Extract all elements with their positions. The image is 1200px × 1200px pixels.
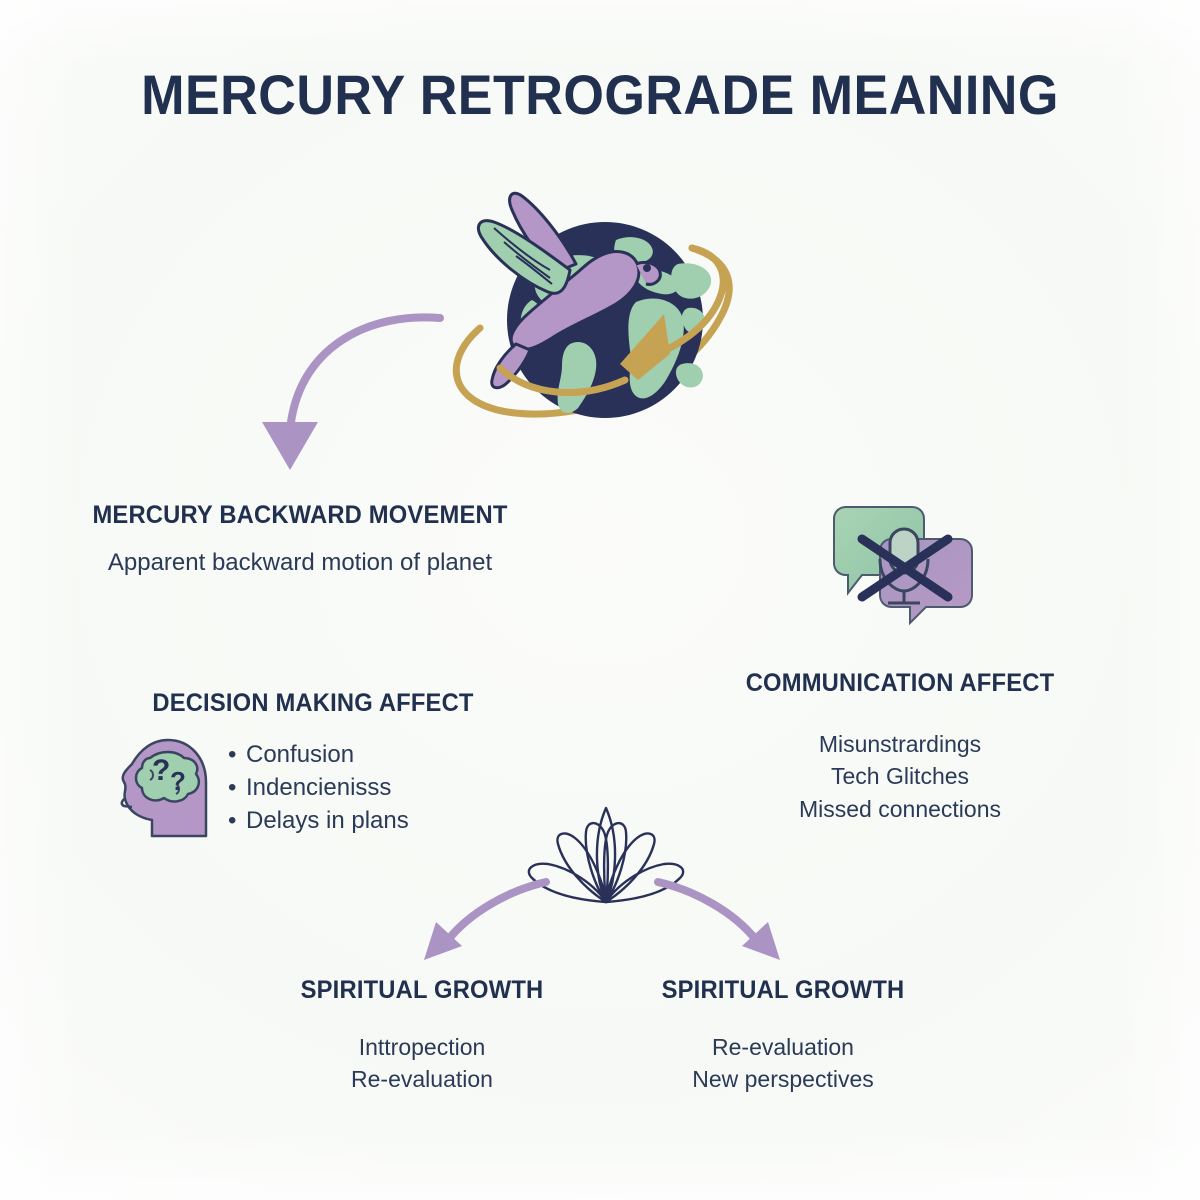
page-title: MERCURY RETROGRADE MEANING <box>141 63 1059 126</box>
curved-arrow-down-left-icon <box>418 878 554 968</box>
spiritual-left-lines: Inttropection Re-evaluation <box>262 1031 582 1096</box>
section-mercury-backward-movement: MERCURY BACKWARD MOVEMENT Apparent backw… <box>60 500 540 580</box>
spiritual-right-line: Re-evaluation <box>712 1033 854 1060</box>
spiritual-left-line: Re-evaluation <box>351 1066 493 1093</box>
decision-bullet: Indencienisss <box>228 771 409 804</box>
svg-text:?: ? <box>152 754 170 787</box>
section-spiritual-growth-right: SPIRITUAL GROWTH Re-evaluation New persp… <box>618 975 948 1096</box>
communication-line: Tech Glitches <box>830 763 970 790</box>
globe-dove-illustration <box>420 168 750 448</box>
curved-arrow-down-right-icon <box>650 878 786 968</box>
section-decision-making-affect: DECISION MAKING AFFECT ? ? Co <box>78 688 548 840</box>
communication-lines: Misunstrardings Tech Glitches Missed con… <box>690 728 1110 826</box>
spiritual-right-heading: SPIRITUAL GROWTH <box>661 976 905 1004</box>
section-spiritual-growth-left: SPIRITUAL GROWTH Inttropection Re-evalua… <box>262 975 582 1096</box>
svg-text:?: ? <box>170 766 186 796</box>
decision-heading: DECISION MAKING AFFECT <box>152 689 474 717</box>
curved-arrow-down-left-icon <box>250 300 450 480</box>
thinking-head-icon: ? ? <box>116 736 212 840</box>
spiritual-right-line: New perspectives <box>692 1066 874 1093</box>
decision-bullet-list: Confusion Indencienisss Delays in plans <box>228 738 409 837</box>
communication-heading: COMMUNICATION AFFECT <box>745 669 1055 697</box>
decision-bullet: Confusion <box>228 738 409 771</box>
communication-line: Misunstrardings <box>818 730 982 757</box>
communication-line: Missed connections <box>799 795 1001 822</box>
spiritual-left-line: Inttropection <box>358 1033 486 1060</box>
muted-chat-icon <box>826 505 986 626</box>
decision-content-row: ? ? Confusion Indencienisss Delays in pl… <box>78 736 548 840</box>
backward-heading: MERCURY BACKWARD MOVEMENT <box>92 501 508 529</box>
spiritual-left-heading: SPIRITUAL GROWTH <box>300 976 544 1004</box>
decision-bullet: Delays in plans <box>228 804 409 837</box>
backward-body: Apparent backward motion of planet <box>107 548 493 576</box>
spiritual-right-lines: Re-evaluation New perspectives <box>618 1031 948 1096</box>
section-communication-affect: COMMUNICATION AFFECT Misunstrardings Tec… <box>690 668 1110 825</box>
